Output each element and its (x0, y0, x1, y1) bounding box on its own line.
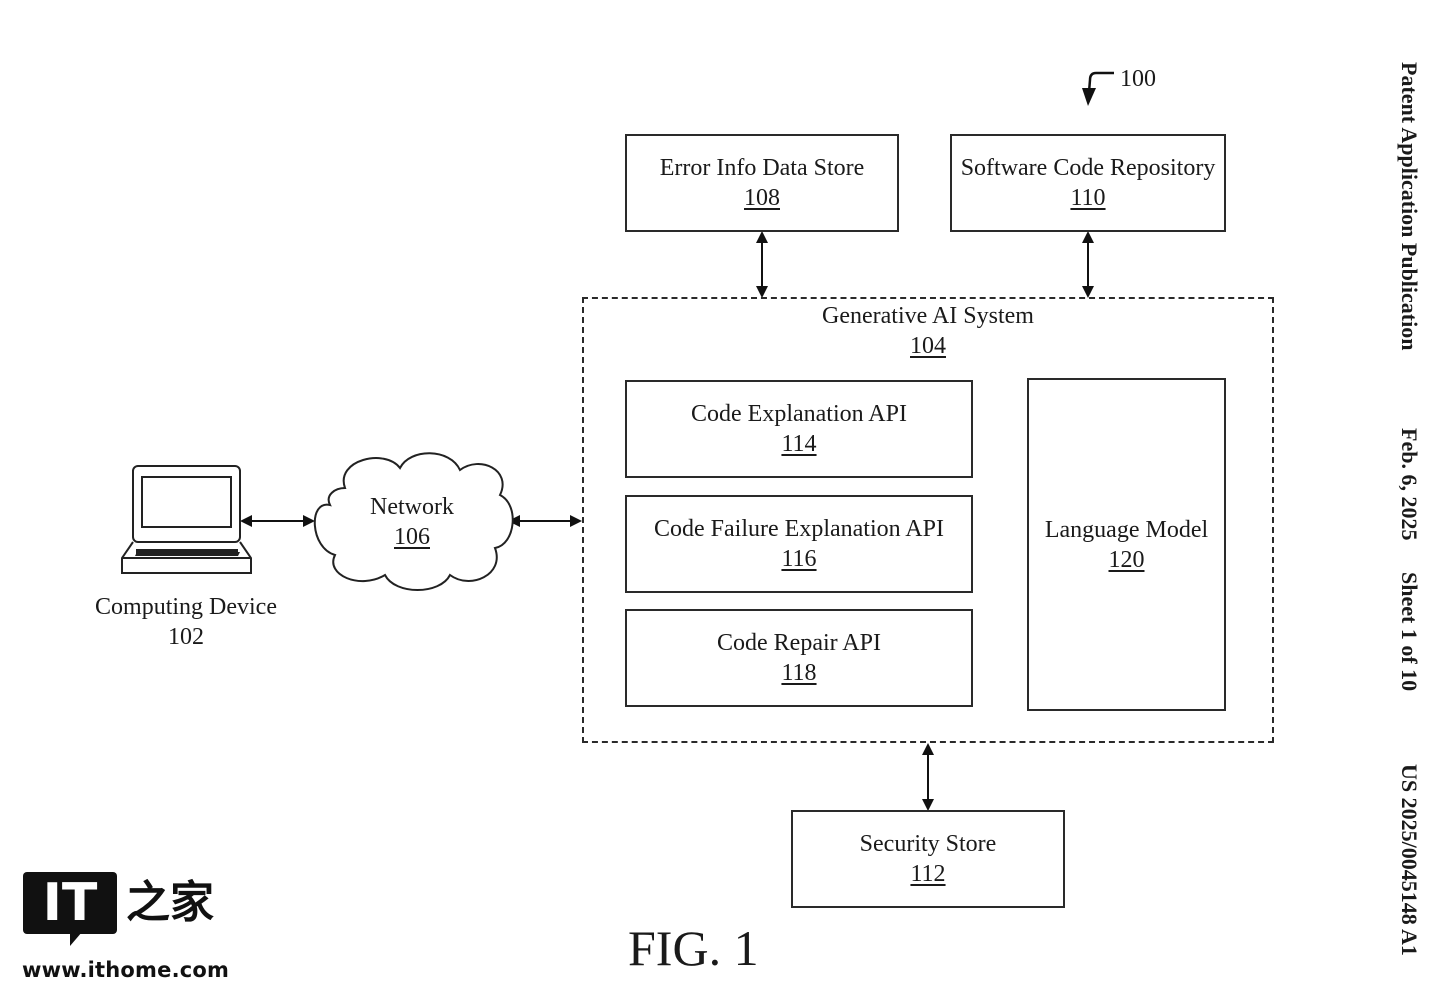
software-code-repository-box: Software Code Repository 110 (950, 134, 1226, 232)
ithome-logo-badge: IT (23, 872, 117, 934)
network-ref: 106 (394, 524, 430, 550)
code-repair-api-label: Code Repair API (717, 630, 881, 656)
language-model-label: Language Model (1044, 516, 1209, 543)
laptop-icon (121, 465, 252, 574)
code-explanation-api-ref: 114 (781, 431, 817, 457)
error-info-data-store-box: Error Info Data Store 108 (625, 134, 899, 232)
security-store-ref: 112 (910, 861, 946, 887)
language-model-box: Language Model 120 (1027, 378, 1226, 711)
generative-ai-system-container (582, 297, 1274, 743)
cloud-icon (313, 452, 514, 591)
security-store-label: Security Store (859, 831, 997, 857)
error-info-data-store-ref: 108 (744, 185, 780, 211)
generative-ai-system-label: Generative AI System (822, 303, 1034, 329)
logo-speech-tail (70, 932, 82, 946)
figure-caption: FIG. 1 (628, 920, 759, 976)
language-model-ref: 120 (1108, 546, 1145, 573)
header-patent-number: US 2025/0045148 A1 (1397, 764, 1422, 956)
code-repair-api-ref: 118 (781, 660, 817, 686)
header-date: Feb. 6, 2025 (1397, 428, 1422, 541)
ithome-url: www.ithome.com (22, 958, 230, 982)
generative-ai-system-ref: 104 (910, 333, 946, 359)
network-node: Network 106 (332, 492, 492, 552)
code-failure-explanation-api-ref: 116 (781, 546, 817, 572)
computing-device-label: Computing Device (95, 594, 277, 620)
code-failure-explanation-api-label: Code Failure Explanation API (654, 516, 944, 542)
code-explanation-api-box: Code Explanation API 114 (625, 380, 973, 478)
reference-leader-arrow (1087, 71, 1114, 93)
generative-ai-system-title: Generative AI System 104 (582, 301, 1274, 361)
code-repair-api-box: Code Repair API 118 (625, 609, 973, 707)
software-code-repository-label: Software Code Repository (960, 155, 1216, 181)
software-code-repository-ref: 110 (1070, 185, 1106, 211)
network-label: Network (370, 494, 454, 520)
code-failure-explanation-api-box: Code Failure Explanation API 116 (625, 495, 973, 593)
error-info-data-store-label: Error Info Data Store (659, 155, 865, 181)
computing-device-node: Computing Device 102 (86, 592, 286, 652)
reference-arrowhead (1082, 88, 1096, 106)
header-publication: Patent Application Publication (1397, 62, 1422, 351)
ithome-logo-chinese: 之家 (126, 877, 214, 928)
ithome-logo-text: IT (42, 873, 98, 933)
header-sheet: Sheet 1 of 10 (1397, 572, 1422, 692)
figure-reference-number: 100 (1120, 66, 1156, 92)
security-store-box: Security Store 112 (791, 810, 1065, 908)
code-explanation-api-label: Code Explanation API (691, 401, 907, 427)
computing-device-ref: 102 (168, 624, 204, 650)
